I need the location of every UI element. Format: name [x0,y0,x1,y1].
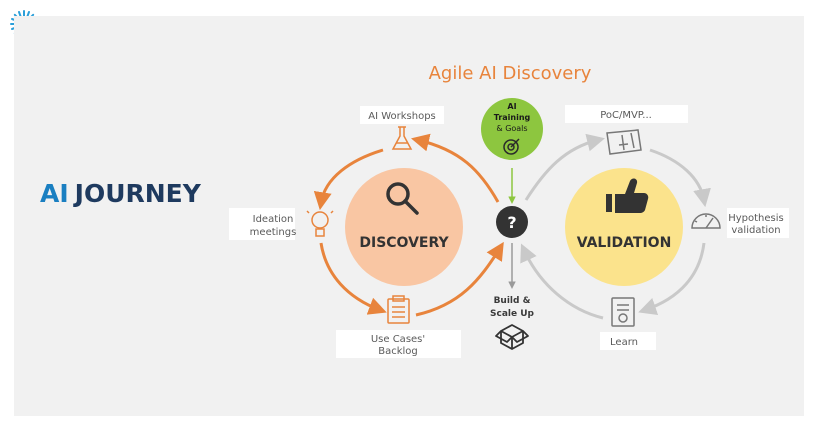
clipboard-icon [387,295,410,324]
backlog-line-1: Use Cases' [371,334,425,345]
magnifier-icon [386,182,419,215]
center-question-mark: ? [507,213,516,232]
backlog-line-2: Backlog [378,346,418,357]
poc-label: PoC/MVP... [600,110,652,121]
certificate-icon [611,297,635,327]
ideation-line-2: meetings [250,227,297,238]
arrow-hypothesis-to-learn [638,242,706,316]
build-line-2: Scale Up [490,309,535,319]
hypothesis-line-2: validation [731,225,780,236]
thumbs-up-icon [606,178,649,213]
box-icon [495,324,529,350]
validation-label: VALIDATION [577,235,672,251]
arrow-ideation-to-backlog [319,242,387,315]
ideation-box [229,208,295,240]
hypothesis-line-1: Hypothesis [728,213,784,224]
learn-label: Learn [610,337,638,348]
journey-prefix: AI [40,179,69,208]
diagram-title: Agile AI Discovery [429,63,592,84]
target-icon [503,138,520,155]
journey-word: JOURNEY [73,179,202,208]
flask-icon [391,126,413,150]
learn-box [600,332,656,350]
lightbulb-icon [306,205,334,237]
training-line-1: AI [507,102,516,111]
arrow-workshops-to-ideation [313,148,384,211]
build-line-1: Build & [494,296,531,306]
hypothesis-box [727,208,789,238]
center-question-circle [496,206,528,238]
poc-box [565,105,688,123]
arrow-backlog-to-center [415,241,504,317]
arrow-poc-to-hypothesis [649,148,711,208]
arrow-learn-to-center [520,243,604,320]
arrow-center-to-workshops [410,133,500,203]
training-line-2: Training [494,113,531,122]
blueprint-icon [606,129,642,155]
arrow-center-to-poc [524,133,605,201]
ai-workshops-label: AI Workshops [368,111,436,122]
backlog-box [336,330,461,358]
ideation-line-1: Ideation [253,214,294,225]
discovery-label: DISCOVERY [359,235,449,251]
gauge-icon [691,213,721,229]
training-line-3: & Goals [496,124,527,133]
discovery-circle [345,168,463,286]
training-goals-circle [481,98,543,160]
validation-circle [565,168,683,286]
ai-workshops-box [360,106,444,124]
